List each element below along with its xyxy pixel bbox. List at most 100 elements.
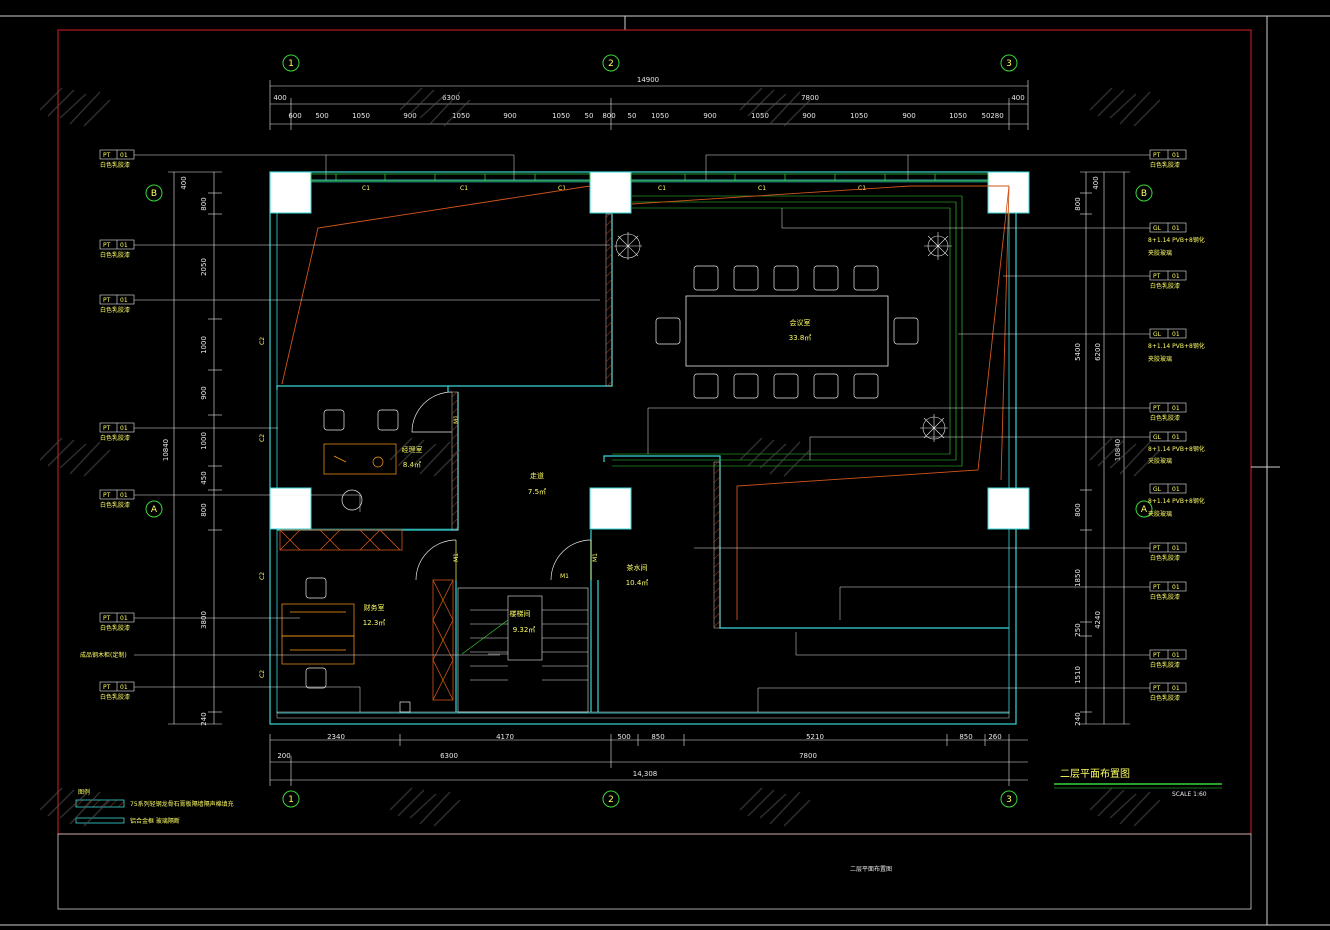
dim-left-9: 240 — [200, 712, 208, 725]
window-mark: C1 — [758, 185, 766, 192]
chair — [733, 265, 759, 291]
dim-right-3: 6200 — [1094, 343, 1102, 361]
window-mark: C1 — [558, 185, 566, 192]
door-mark: M1 — [453, 553, 460, 562]
tag-text: 白色乳胶漆 — [1150, 414, 1180, 422]
material-tags-left — [99, 149, 135, 692]
tag-text: 白色乳胶漆 — [1150, 282, 1180, 290]
room-name-meeting: 会议室 — [790, 318, 811, 327]
room-name-corridor: 走道 — [530, 471, 544, 480]
chair — [813, 373, 839, 399]
chair — [693, 373, 719, 399]
axis-a-right: A — [1141, 505, 1148, 515]
tag-num: 01 — [120, 242, 128, 249]
dim-right-6: 250 — [1074, 623, 1082, 636]
dim-bottom-row1-6: 260 — [988, 733, 1001, 741]
room-area-pantry: 10.4㎡ — [626, 579, 649, 587]
dim-bottom-row1-2: 500 — [617, 733, 630, 741]
tag-text: 8+1.14 PVB+8钢化 — [1148, 445, 1205, 453]
room-area-meeting: 33.8㎡ — [789, 334, 812, 342]
tag-num: 01 — [1172, 434, 1180, 441]
dim-top-row3-7: 50 — [585, 112, 594, 120]
tag-code: PT — [1153, 685, 1161, 692]
room-name-finance: 财务室 — [364, 603, 385, 612]
plants — [614, 232, 952, 442]
dim-top-row3-6: 1050 — [552, 112, 570, 120]
tag-num: 01 — [1172, 405, 1180, 412]
tag-num: 01 — [1172, 486, 1180, 493]
tag-text: 8+1.14 PVB+8钢化 — [1148, 236, 1205, 244]
tag-code: PT — [103, 684, 111, 691]
tag-num: 01 — [1172, 545, 1180, 552]
dim-bottom-row1-0: 2340 — [327, 733, 345, 741]
door-mark: M1 — [592, 553, 599, 562]
dim-top-row3-5: 900 — [503, 112, 516, 120]
sheet-frame — [0, 15, 1330, 926]
tag-text: 成品钢木柜(定制) — [80, 651, 127, 659]
room-name-stair: 楼梯间 — [510, 609, 531, 618]
dim-right-8: 1510 — [1074, 666, 1082, 684]
dim-top-row3-18: 280 — [990, 112, 1003, 120]
door-marks: M1 M1 M1 M1 — [453, 415, 599, 580]
dim-right-5: 1850 — [1074, 569, 1082, 587]
dim-top-row3-17: 50 — [982, 112, 991, 120]
room-area-manager: 8.4㎡ — [403, 461, 421, 469]
legend: 图例 75系列轻钢龙骨石膏板隔墙隔声棉填充 铝合金框 玻璃隔断 — [75, 788, 234, 825]
dim-top-row3-0: 600 — [288, 112, 301, 120]
room-area-stair: 9.32㎡ — [513, 626, 536, 634]
axis-2-top: 2 — [608, 59, 614, 69]
axis-b-left: B — [151, 189, 157, 199]
tag-num: 01 — [1172, 685, 1180, 692]
legend-heading: 图例 — [78, 788, 90, 796]
dim-top-row3-10: 1050 — [651, 112, 669, 120]
tag-num: 01 — [1172, 152, 1180, 159]
window-mark: C2 — [259, 337, 266, 345]
chair — [693, 265, 719, 291]
staircase — [457, 587, 589, 713]
window-mark: C1 — [460, 185, 468, 192]
window-marks: C1 C1 C1 C1 C1 C1 C2 C2 C2 C2 — [259, 185, 866, 678]
tag-code: GL — [1153, 434, 1162, 441]
tag-text: 白色乳胶漆 — [100, 434, 130, 442]
drawing-title: 二层平面布置图 — [1060, 768, 1130, 780]
dim-bottom-row1-1: 4170 — [496, 733, 514, 741]
tag-code: PT — [1153, 584, 1161, 591]
watermark — [39, 87, 1161, 827]
tag-code: PT — [103, 615, 111, 622]
walls — [269, 171, 1017, 725]
dim-right-2: 5400 — [1074, 343, 1082, 361]
partition-hatch — [279, 214, 720, 701]
drawing-scale: SCALE 1:60 — [1172, 791, 1207, 798]
dim-left-6: 450 — [200, 471, 208, 484]
chair — [773, 373, 799, 399]
dim-bottom-row2-0: 200 — [277, 752, 290, 760]
tag-text: 白色乳胶漆 — [1150, 661, 1180, 669]
legend-swatch-hatch — [75, 799, 125, 808]
dim-top-row3-11: 900 — [703, 112, 716, 120]
sheet-title: 二层平面布置图 — [850, 865, 892, 873]
dim-left-3: 1000 — [200, 336, 208, 354]
dim-bottom-overall: 14,308 — [633, 770, 658, 778]
dim-top-row2-3: 400 — [1011, 94, 1024, 102]
door-mark: M1 — [560, 573, 569, 580]
tag-text: 8+1.14 PVB+8钢化 — [1148, 342, 1205, 350]
window-mark: C2 — [259, 434, 266, 442]
dim-top-row3-12: 1050 — [751, 112, 769, 120]
tag-code: PT — [103, 492, 111, 499]
chair — [813, 265, 839, 291]
axis-1-bottom: 1 — [288, 795, 294, 805]
tag-num: 01 — [1172, 331, 1180, 338]
dim-left-8: 3800 — [200, 611, 208, 629]
tag-code: PT — [1153, 545, 1161, 552]
tag-text: 夹胶玻璃 — [1148, 355, 1172, 363]
dim-top-row3-4: 1050 — [452, 112, 470, 120]
window-mark: C1 — [362, 185, 370, 192]
chair — [853, 265, 879, 291]
chair — [773, 265, 799, 291]
windows-top — [310, 173, 989, 182]
column — [269, 487, 312, 530]
window-mark: C1 — [858, 185, 866, 192]
chair — [853, 373, 879, 399]
tag-text: 白色乳胶漆 — [100, 693, 130, 701]
